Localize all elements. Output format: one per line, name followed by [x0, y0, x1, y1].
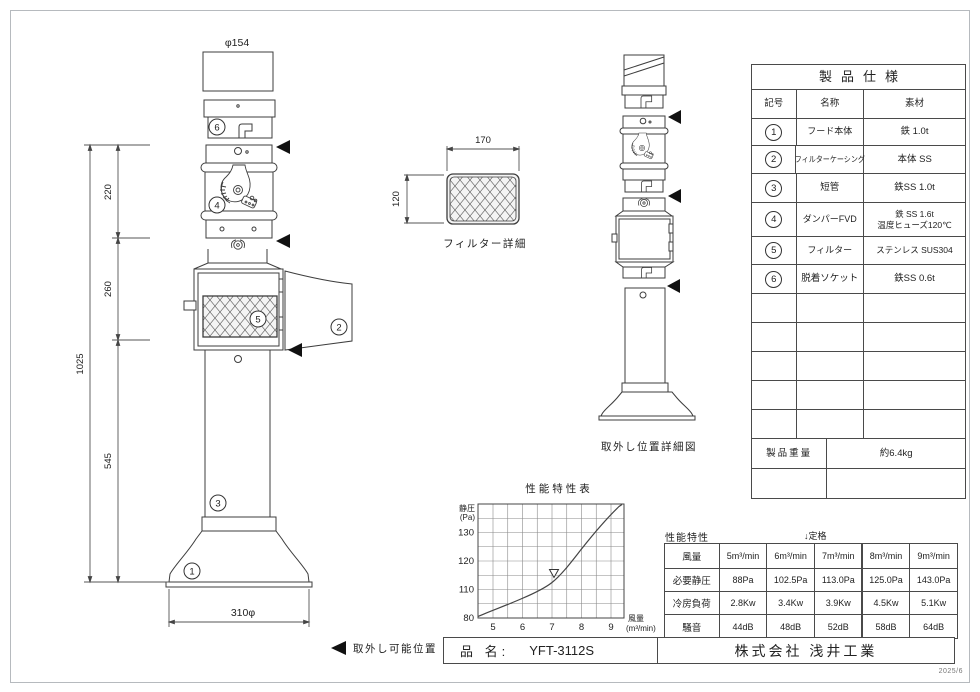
title-block: 品 名: YFT-3112S 株式会社 浅井工業 [443, 637, 955, 664]
spec-row-5: 5 フィルター ステンレス SUS304 [752, 236, 965, 264]
spec-material-5: ステンレス SUS304 [862, 237, 965, 264]
rated-column-highlight [814, 543, 862, 640]
spec-table-title: 製品仕様 [818, 68, 907, 84]
spec-header-name: 名称 [795, 90, 863, 118]
sheet-border [10, 10, 970, 683]
spec-weight-label: 製品重量 [766, 447, 813, 459]
spec-header-material: 素材 [862, 90, 965, 118]
spec-row-6: 6 脱着ソケット 鉄SS 0.6t [752, 264, 965, 293]
spec-table: 製品仕様 記号 名称 素材 1 フード本体 鉄 1.0t 2 フィルターケーシン… [751, 64, 966, 499]
spec-balloon-5: 5 [765, 242, 783, 259]
perf-row-flow: 風量 5m³/min 6m³/min 7m³/min 8m³/min 9m³/m… [665, 544, 957, 568]
spec-name-2: フィルターケーシング [795, 146, 865, 173]
spec-balloon-1: 1 [765, 123, 783, 141]
spec-balloon-2: 2 [765, 151, 783, 168]
product-name-value: YFT-3112S [529, 643, 595, 658]
spec-material-4: 鉄 SS 1.6t 温度ヒューズ120℃ [862, 203, 965, 236]
perf-table-title: 性能特性 [665, 533, 709, 544]
spec-name-3: 短管 [795, 174, 863, 202]
spec-balloon-3: 3 [765, 179, 783, 197]
spec-weight-row: 製品重量 約6.4kg [752, 438, 965, 468]
spec-balloon-4: 4 [765, 211, 783, 228]
perf-row-noise: 騒音 44dB 48dB 52dB 58dB 64dB [665, 614, 957, 638]
spec-row-4: 4 ダンパーFVD 鉄 SS 1.6t 温度ヒューズ120℃ [752, 202, 965, 236]
spec-name-1: フード本体 [795, 119, 863, 145]
spec-row-2: 2 フィルターケーシング 本体 SS [752, 145, 965, 173]
spec-material-3: 鉄SS 1.0t [862, 174, 965, 202]
spec-row-1: 1 フード本体 鉄 1.0t [752, 118, 965, 145]
spec-name-6: 脱着ソケット [795, 265, 863, 293]
spec-header-symbol: 記号 [764, 98, 784, 110]
spec-material-1: 鉄 1.0t [862, 119, 965, 145]
perf-table: 風量 5m³/min 6m³/min 7m³/min 8m³/min 9m³/m… [664, 543, 958, 639]
spec-row-3: 3 短管 鉄SS 1.0t [752, 173, 965, 202]
perf-rated-label: ↓定格 [804, 531, 827, 541]
spec-name-5: フィルター [795, 237, 863, 264]
company-name: 株式会社 浅井工業 [734, 642, 878, 659]
sheet-date: 2025/6 [938, 668, 963, 675]
spec-material-6: 鉄SS 0.6t [862, 265, 965, 293]
perf-row-cooling: 冷房負荷 2.8Kw 3.4Kw 3.9Kw 4.5Kw 5.1Kw [665, 591, 957, 614]
spec-name-4: ダンパーFVD [795, 203, 863, 236]
spec-balloon-6: 6 [765, 270, 783, 288]
product-name-cell: 品 名: YFT-3112S [444, 638, 658, 663]
spec-weight-value: 約6.4kg [826, 439, 965, 468]
perf-row-pressure: 必要静圧 88Pa 102.5Pa 113.0Pa 125.0Pa 143.0P… [665, 568, 957, 591]
product-name-label: 品 名: [460, 644, 510, 659]
spec-material-2: 本体 SS [863, 146, 965, 173]
